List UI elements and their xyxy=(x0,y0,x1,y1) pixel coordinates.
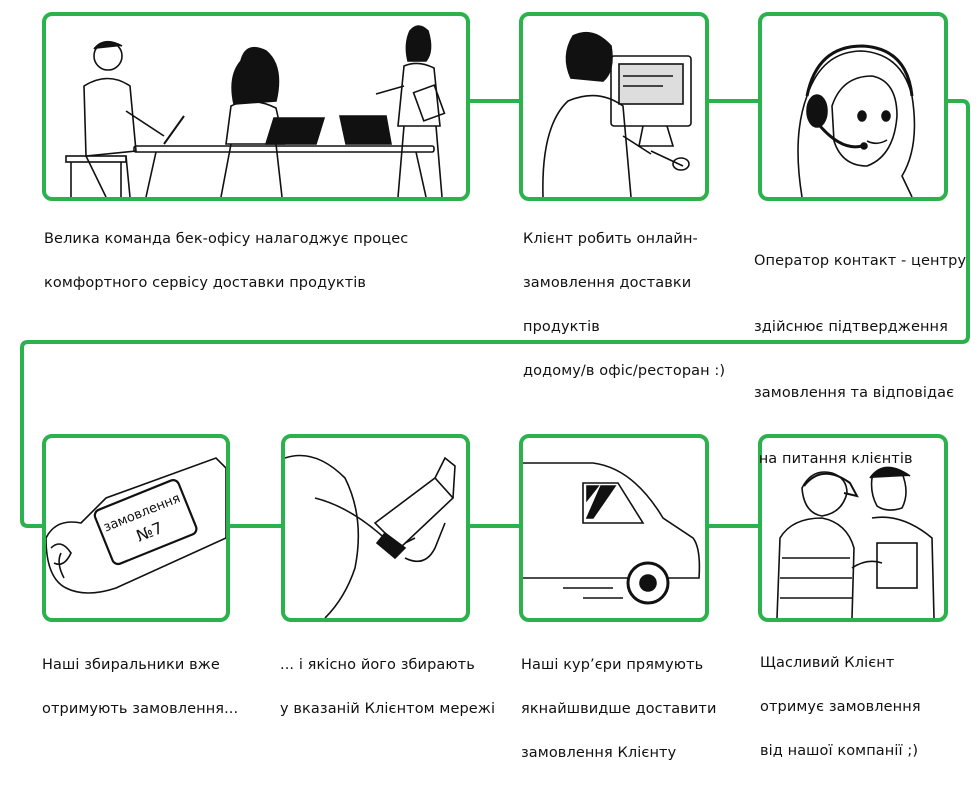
step-5-caption-line-2: у вказаній Клієнтом мережі xyxy=(280,701,496,717)
step-2-caption-line-2: замовлення доставки xyxy=(523,275,692,291)
step-1-caption-line-2: комфортного сервісу доставки продуктів xyxy=(44,275,367,291)
flow-connector-line xyxy=(20,99,970,528)
happy-client-illustration xyxy=(776,466,935,618)
step-1-caption: Велика команда бек-офісу налагоджує проц… xyxy=(44,206,464,316)
step-2-caption-line-3: продуктів xyxy=(523,319,600,335)
step-1-panel xyxy=(42,12,470,201)
step-2-caption-line-4: додому/в офіс/ресторан :) xyxy=(523,363,726,379)
call-center-operator-illustration xyxy=(797,44,916,197)
picker-product-illustration xyxy=(285,454,456,618)
step-2-panel xyxy=(519,12,709,201)
step-7-caption-line-2: отримує замовлення xyxy=(760,699,921,715)
step-6-caption-line-2: якнайшвидше доставити xyxy=(521,701,717,717)
step-3-caption-line-2: здійснює підтвердження xyxy=(754,319,948,335)
step-4-panel: замовлення №7 xyxy=(42,434,230,622)
step-4-caption-line-2: отримують замовлення... xyxy=(42,701,239,717)
step-7-caption: Щасливий Клієнт отримує замовлення від н… xyxy=(760,630,970,784)
step-6-caption-line-3: замовлення Клієнту xyxy=(521,745,677,761)
step-1-caption-line-1: Велика команда бек-офісу налагоджує проц… xyxy=(44,231,409,247)
step-3-caption: Оператор контакт - центру здійснює підтв… xyxy=(754,206,972,514)
step-7-caption-line-3: від нашої компанії ;) xyxy=(760,743,919,759)
step-6-panel xyxy=(519,434,709,622)
delivery-van-illustration xyxy=(523,462,701,605)
step-6-caption-line-1: Наші кур’єри прямують xyxy=(521,657,704,673)
step-6-caption: Наші кур’єри прямують якнайшвидше достав… xyxy=(521,632,741,786)
step-4-caption: Наші збиральники вже отримують замовленн… xyxy=(42,632,262,742)
client-computer-illustration xyxy=(542,31,692,197)
step-5-caption: ... і якісно його збирають у вказаній Кл… xyxy=(280,632,510,742)
step-3-panel xyxy=(758,12,948,201)
order-armband-illustration: замовлення №7 xyxy=(46,457,226,594)
step-5-caption-line-1: ... і якісно його збирають xyxy=(280,657,475,673)
step-3-caption-line-3: замовлення та відповідає xyxy=(754,385,955,401)
step-5-panel xyxy=(281,434,470,622)
office-team-illustration xyxy=(65,25,446,197)
step-3-caption-line-1: Оператор контакт - центру xyxy=(754,253,967,269)
step-2-caption-line-1: Клієнт робить онлайн- xyxy=(523,231,698,247)
step-7-panel xyxy=(758,434,948,622)
step-3-caption-line-4: на питання клієнтів xyxy=(754,451,913,467)
step-2-caption: Клієнт робить онлайн- замовлення доставк… xyxy=(523,206,733,404)
process-flow-diagram: замовлення №7 xyxy=(20,12,972,761)
step-7-caption-line-1: Щасливий Клієнт xyxy=(760,655,895,671)
step-4-caption-line-1: Наші збиральники вже xyxy=(42,657,220,673)
